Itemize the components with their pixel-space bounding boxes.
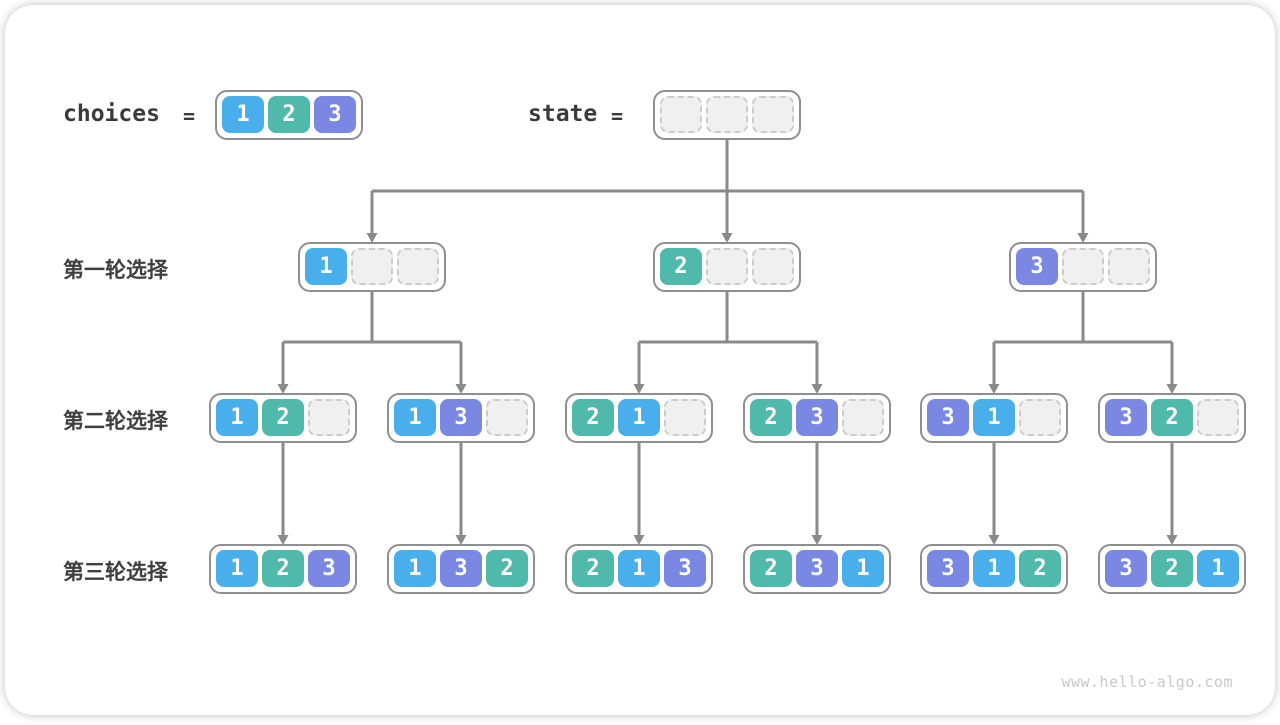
choices-equals-sign: = (183, 104, 196, 128)
empty-cell (660, 96, 702, 133)
value-cell: 2 (750, 550, 792, 587)
value-cell: 3 (440, 399, 482, 436)
value-cell: 3 (796, 550, 838, 587)
value-cell: 1 (216, 399, 258, 436)
watermark: www.hello-algo.com (1061, 673, 1233, 691)
state-node-round1-1: 1 (298, 242, 446, 292)
empty-cell (1019, 399, 1061, 436)
state-array (653, 90, 801, 140)
value-cell: 3 (308, 550, 350, 587)
value-cell: 2 (1151, 550, 1193, 587)
value-cell: 1 (216, 550, 258, 587)
value-cell: 2 (572, 550, 614, 587)
empty-cell (706, 96, 748, 133)
empty-cell (308, 399, 350, 436)
empty-cell (397, 248, 439, 285)
value-cell: 3 (440, 550, 482, 587)
value-cell: 1 (394, 399, 436, 436)
value-cell: 2 (572, 399, 614, 436)
value-cell: 2 (262, 550, 304, 587)
value-cell: 1 (1197, 550, 1239, 587)
value-cell: 3 (1105, 550, 1147, 587)
value-cell: 1 (842, 550, 884, 587)
row-label-round-2: 第二轮选择 (63, 410, 168, 433)
value-cell: 3 (314, 96, 356, 133)
empty-cell (1108, 248, 1150, 285)
empty-cell (486, 399, 528, 436)
value-cell: 2 (262, 399, 304, 436)
value-cell: 1 (305, 248, 347, 285)
empty-cell (752, 96, 794, 133)
empty-cell (1062, 248, 1104, 285)
empty-cell (752, 248, 794, 285)
row-label-round-3: 第三轮选择 (63, 561, 168, 584)
empty-cell (664, 399, 706, 436)
value-cell: 2 (1151, 399, 1193, 436)
state-label: state (528, 101, 598, 127)
value-cell: 2 (750, 399, 792, 436)
value-cell: 3 (664, 550, 706, 587)
empty-cell (706, 248, 748, 285)
value-cell: 3 (927, 550, 969, 587)
value-cell: 1 (394, 550, 436, 587)
state-node-round1-2: 2 (653, 242, 801, 292)
value-cell: 1 (618, 399, 660, 436)
value-cell: 2 (660, 248, 702, 285)
value-cell: 1 (618, 550, 660, 587)
state-equals-sign: = (611, 104, 624, 128)
tree-connectors (277, 138, 1178, 545)
value-cell: 3 (1105, 399, 1147, 436)
state-node-round1-3: 3 (1009, 242, 1157, 292)
value-cell: 3 (796, 399, 838, 436)
value-cell: 2 (268, 96, 310, 133)
empty-cell (1197, 399, 1239, 436)
value-cell: 1 (222, 96, 264, 133)
value-cell: 1 (973, 399, 1015, 436)
value-cell: 1 (973, 550, 1015, 587)
choices-label: choices (63, 101, 160, 127)
value-cell: 2 (486, 550, 528, 587)
value-cell: 3 (927, 399, 969, 436)
row-label-round-1: 第一轮选择 (63, 259, 168, 282)
empty-cell (351, 248, 393, 285)
value-cell: 2 (1019, 550, 1061, 587)
empty-cell (842, 399, 884, 436)
value-cell: 3 (1016, 248, 1058, 285)
